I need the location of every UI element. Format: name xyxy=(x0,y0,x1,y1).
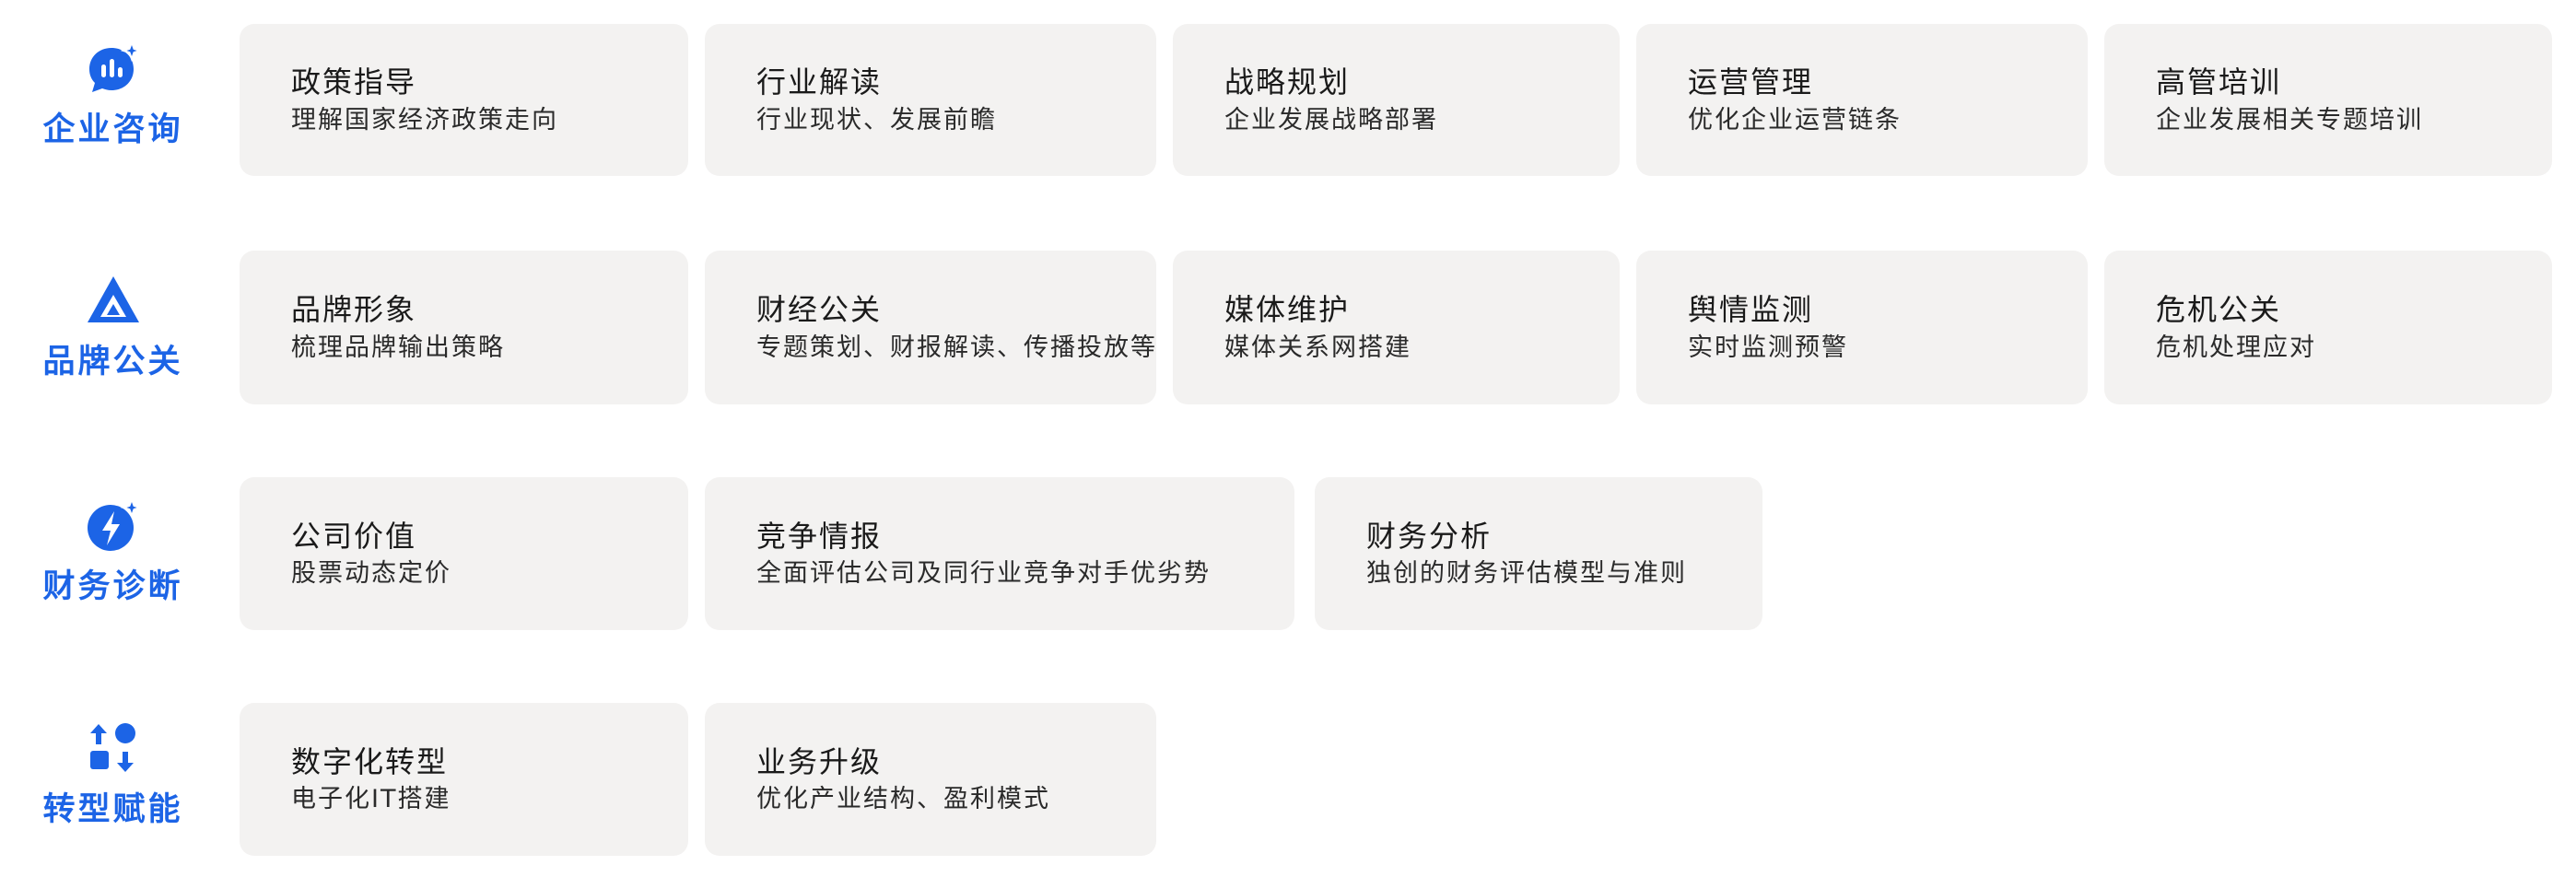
card-subtitle: 全面评估公司及同行业竞争对手优劣势 xyxy=(756,559,1211,588)
card-title: 财务分析 xyxy=(1366,518,1493,554)
category-label: 品牌公关 xyxy=(42,344,183,380)
card-title: 运营管理 xyxy=(1688,64,1814,100)
card-subtitle: 电子化IT搭建 xyxy=(291,785,451,813)
card-industry-analysis[interactable]: 行业解读 行业现状、发展前瞻 xyxy=(705,24,1156,176)
category-label: 财务诊断 xyxy=(42,568,183,605)
card-financial-analysis[interactable]: 财务分析 独创的财务评估模型与准则 xyxy=(1315,477,1762,630)
category-label: 转型赋能 xyxy=(42,791,183,828)
lightning-sparkle-icon xyxy=(87,497,141,551)
card-subtitle: 危机处理应对 xyxy=(2156,333,2316,362)
card-title: 高管培训 xyxy=(2156,64,2282,100)
card-title: 数字化转型 xyxy=(291,743,449,779)
card-subtitle: 企业发展战略部署 xyxy=(1224,105,1438,134)
card-business-upgrade[interactable]: 业务升级 优化产业结构、盈利模式 xyxy=(705,703,1156,856)
card-subtitle: 梳理品牌输出策略 xyxy=(291,333,505,362)
transform-shapes-icon xyxy=(89,723,135,772)
card-title: 公司价值 xyxy=(291,518,417,554)
card-brand-image[interactable]: 品牌形象 梳理品牌输出策略 xyxy=(240,251,688,404)
card-executive-training[interactable]: 高管培训 企业发展相关专题培训 xyxy=(2104,24,2552,176)
card-subtitle: 实时监测预警 xyxy=(1688,333,1848,362)
card-subtitle: 行业现状、发展前瞻 xyxy=(756,105,997,134)
card-title: 财经公关 xyxy=(756,292,883,328)
card-title: 政策指导 xyxy=(291,64,417,100)
category-financial-diagnosis: 财务诊断 xyxy=(28,497,198,607)
card-subtitle: 优化产业结构、盈利模式 xyxy=(756,785,1050,813)
card-subtitle: 理解国家经济政策走向 xyxy=(291,105,558,134)
card-title: 舆情监测 xyxy=(1688,292,1814,328)
card-digital-transformation[interactable]: 数字化转型 电子化IT搭建 xyxy=(240,703,688,856)
card-subtitle: 专题策划、财报解读、传播投放等 xyxy=(756,333,1156,362)
card-title: 危机公关 xyxy=(2156,292,2282,328)
card-media-maintenance[interactable]: 媒体维护 媒体关系网搭建 xyxy=(1173,251,1620,404)
card-policy-guidance[interactable]: 政策指导 理解国家经济政策走向 xyxy=(240,24,688,176)
category-enterprise-consulting: 企业咨询 xyxy=(28,41,198,150)
card-subtitle: 优化企业运营链条 xyxy=(1688,105,1902,134)
card-subtitle: 企业发展相关专题培训 xyxy=(2156,105,2423,134)
card-public-opinion-monitoring[interactable]: 舆情监测 实时监测预警 xyxy=(1636,251,2088,404)
card-company-value[interactable]: 公司价值 股票动态定价 xyxy=(240,477,688,630)
card-title: 媒体维护 xyxy=(1224,292,1351,328)
card-crisis-pr[interactable]: 危机公关 危机处理应对 xyxy=(2104,251,2552,404)
triangle-logo-icon xyxy=(87,276,139,322)
card-title: 品牌形象 xyxy=(291,292,417,328)
category-brand-pr: 品牌公关 xyxy=(28,273,198,382)
category-label: 企业咨询 xyxy=(42,111,183,148)
card-subtitle: 媒体关系网搭建 xyxy=(1224,333,1411,362)
category-transformation-empowerment: 转型赋能 xyxy=(28,720,198,830)
card-title: 战略规划 xyxy=(1224,64,1351,100)
card-title: 业务升级 xyxy=(756,743,883,779)
card-title: 竞争情报 xyxy=(756,518,883,554)
card-financial-pr[interactable]: 财经公关 专题策划、财报解读、传播投放等 xyxy=(705,251,1156,404)
chat-bars-sparkle-icon xyxy=(88,41,141,92)
card-title: 行业解读 xyxy=(756,64,883,100)
card-operations-management[interactable]: 运营管理 优化企业运营链条 xyxy=(1636,24,2088,176)
card-subtitle: 股票动态定价 xyxy=(291,559,451,588)
card-strategic-planning[interactable]: 战略规划 企业发展战略部署 xyxy=(1173,24,1620,176)
card-competitive-intelligence[interactable]: 竞争情报 全面评估公司及同行业竞争对手优劣势 xyxy=(705,477,1294,630)
card-subtitle: 独创的财务评估模型与准则 xyxy=(1366,559,1687,588)
